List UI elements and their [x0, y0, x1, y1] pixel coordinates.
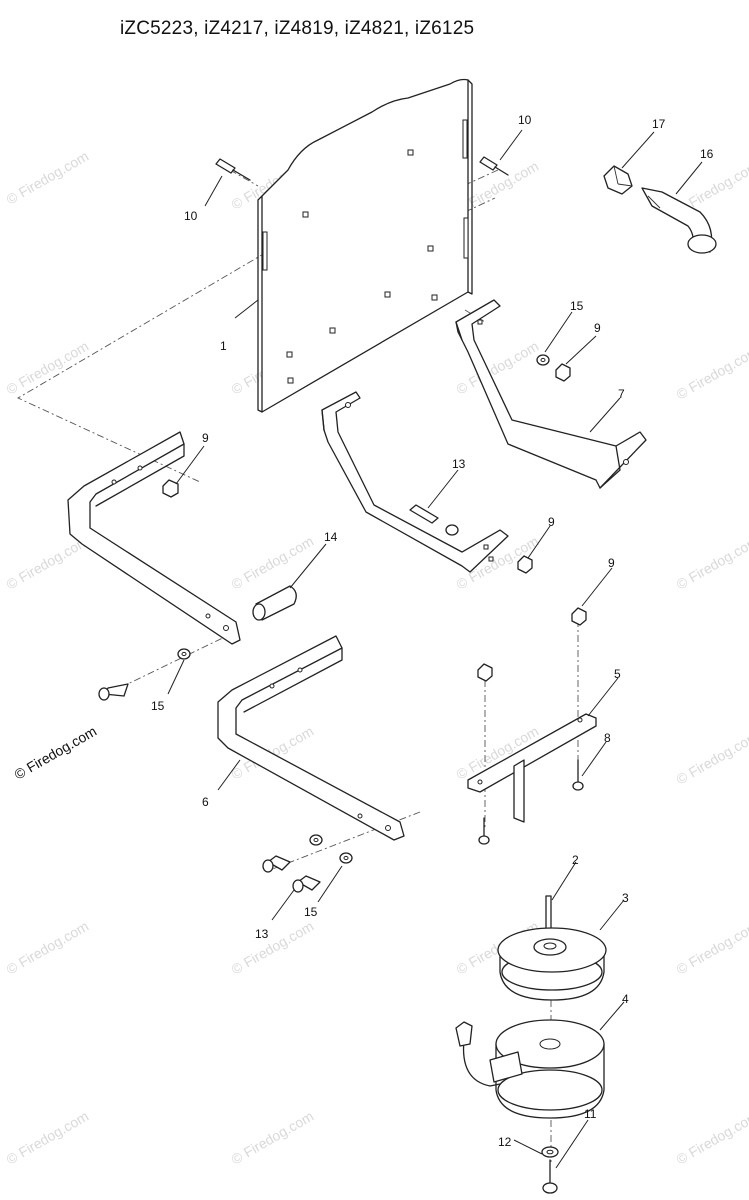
- callout-15-lower: 15: [304, 905, 318, 919]
- watermark: © Firedog.com: [674, 533, 749, 593]
- part-9-nut-left: [162, 479, 179, 498]
- part-3-pulley: [497, 927, 607, 1001]
- callout-4: 4: [622, 992, 629, 1006]
- watermark: © Firedog.com: [4, 1108, 92, 1168]
- callout-9-left: 9: [202, 431, 209, 445]
- callout-6: 6: [202, 795, 209, 809]
- callout-9-right: 9: [608, 556, 615, 570]
- part-13-bolt-center: [409, 504, 459, 536]
- part-13-bolt-lower-b: [292, 875, 321, 893]
- part-9-nut-bracket-left: [477, 663, 493, 682]
- part-15-washer-upper: [536, 354, 550, 366]
- part-12-washer: [541, 1146, 559, 1158]
- part-5-clutch-bracket: [467, 713, 597, 823]
- watermark: © Firedog.com: [229, 533, 317, 593]
- watermark: © Firedog.com: [4, 533, 92, 593]
- callout-10-left: 10: [184, 209, 198, 223]
- watermark-prominent: © Firedog.com: [12, 723, 100, 783]
- callout-3: 3: [622, 891, 629, 905]
- callout-8: 8: [604, 731, 611, 745]
- watermark: © Firedog.com: [229, 918, 317, 978]
- callout-9-center: 9: [548, 515, 555, 529]
- watermark: © Firedog.com: [674, 728, 749, 788]
- part-13-bolt-lower-a: [262, 855, 291, 873]
- watermark: © Firedog.com: [4, 918, 92, 978]
- part-14-spacer-tube: [252, 585, 297, 621]
- part-15-washer-left: [177, 648, 191, 660]
- callout-13-lower: 13: [255, 927, 269, 941]
- callout-14: 14: [324, 530, 338, 544]
- callout-10-right: 10: [518, 113, 532, 127]
- callout-16: 16: [700, 147, 714, 161]
- part-arm-left-upper: [67, 431, 241, 645]
- part-9-nut-center: [517, 555, 533, 574]
- watermark: © Firedog.com: [674, 1108, 749, 1168]
- part-9-nut-bracket-right: [571, 607, 587, 626]
- part-1-mounting-plate: [257, 78, 473, 413]
- callout-2: 2: [572, 853, 579, 867]
- callout-labels: 1 2 3 4 5 6 7 8 9 9 9 9 10 10 11 12 13 1…: [151, 113, 714, 1149]
- leader-lines: [167, 129, 703, 1169]
- callout-17: 17: [652, 117, 666, 131]
- callout-12: 12: [498, 1135, 512, 1149]
- callout-15-upper: 15: [570, 299, 584, 313]
- callout-9-upper: 9: [594, 321, 601, 335]
- callout-7: 7: [618, 387, 625, 401]
- part-10-bolt-right: [479, 156, 509, 176]
- part-9-nut-upper: [555, 363, 571, 382]
- callout-13-center: 13: [452, 457, 466, 471]
- part-15-washer-lower-a: [309, 834, 323, 846]
- part-8-bolt: [572, 759, 584, 791]
- part-10-bolt-left: [215, 158, 251, 181]
- diagram-title: iZC5223, iZ4217, iZ4819, iZ4821, iZ6125: [120, 18, 475, 39]
- part-6-arm-lower: [217, 635, 405, 841]
- watermark: © Firedog.com: [229, 1108, 317, 1168]
- part-17-hex-fitting: [603, 165, 633, 195]
- callout-11: 11: [584, 1107, 597, 1121]
- part-16-hose-elbow: [641, 187, 717, 254]
- part-13-bracket-center: [321, 391, 509, 573]
- watermark: © Firedog.com: [4, 338, 92, 398]
- watermark: © Firedog.com: [674, 343, 749, 403]
- part-15-washer-lower-b: [339, 852, 353, 864]
- part-11-bolt: [542, 1159, 558, 1194]
- watermark: © Firedog.com: [4, 148, 92, 208]
- bolt-left: [98, 683, 129, 701]
- bolt-bracket-left: [478, 817, 490, 845]
- watermark: © Firedog.com: [674, 918, 749, 978]
- callout-15-left: 15: [151, 699, 165, 713]
- part-4-electric-clutch: [455, 1019, 605, 1119]
- callout-5: 5: [614, 667, 621, 681]
- callout-1: 1: [220, 339, 227, 353]
- part-7-bracket-right: [455, 299, 647, 489]
